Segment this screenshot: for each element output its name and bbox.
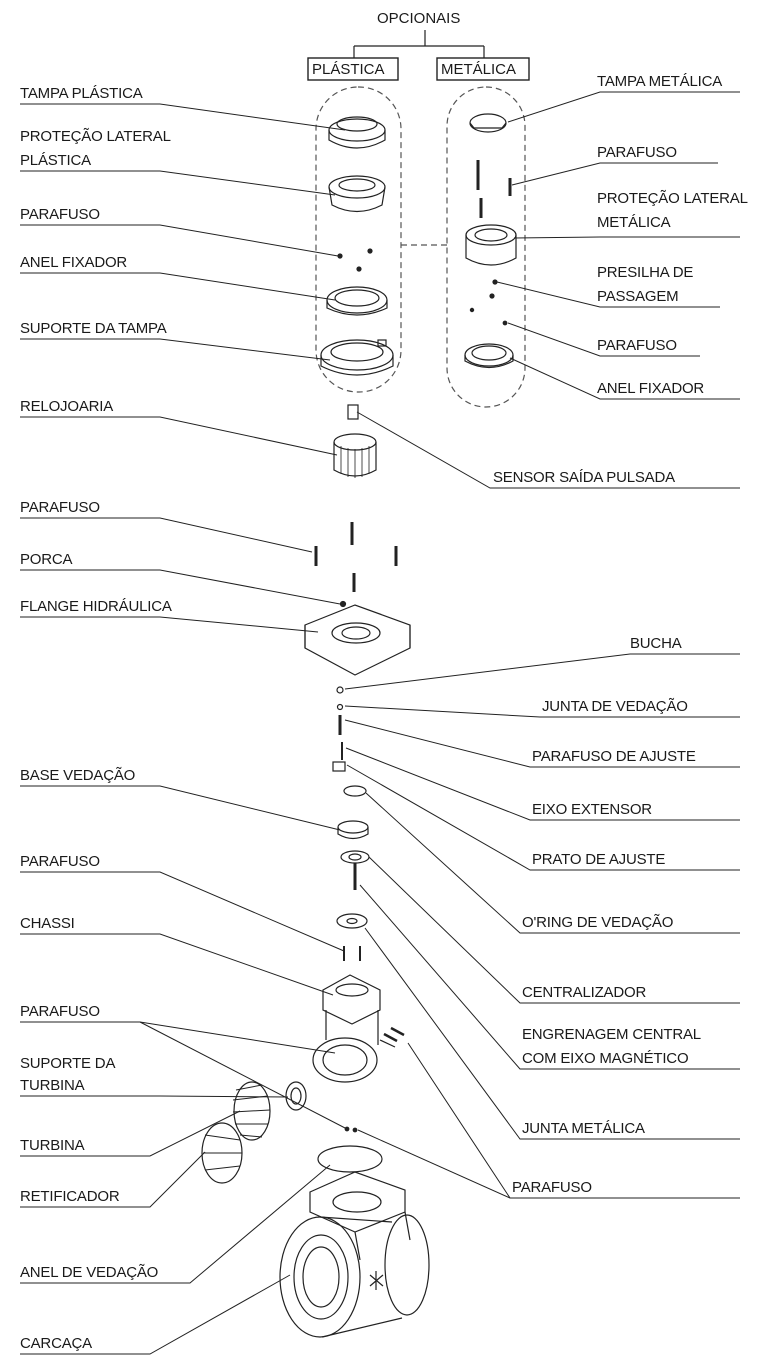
anel-fixador-metalica-part [464, 343, 514, 369]
option-metalica: METÁLICA [441, 61, 517, 78]
label-engrenagem-line1: ENGRENAGEM CENTRAL [522, 1026, 701, 1043]
oring-part [343, 785, 367, 797]
label-parafuso-1: PARAFUSO [20, 206, 100, 223]
label-tampa-metalica: TAMPA METÁLICA [597, 73, 723, 90]
suporte-turbina-part [285, 1081, 307, 1111]
retificador-part [201, 1122, 243, 1184]
base-vedacao-part [337, 820, 369, 840]
parafuso-plastica-part [337, 248, 373, 272]
bucha-junta-part [332, 686, 346, 772]
flange-hidraulica-part [304, 604, 411, 676]
label-chassi: CHASSI [20, 915, 75, 932]
turbina-part [232, 1081, 271, 1141]
label-carcaca: CARCAÇA [20, 1335, 92, 1352]
label-anel-fixador-1: ANEL FIXADOR [20, 254, 128, 271]
carcaca-part [279, 1171, 430, 1338]
label-protecao-lateral-metalica-line1: PROTEÇÃO LATERAL [597, 190, 748, 207]
options-capsules [315, 86, 526, 408]
label-protecao-lateral-plastica-line2: PLÁSTICA [20, 152, 91, 169]
label-junta-vedacao: JUNTA DE VEDAÇÃO [542, 698, 688, 715]
label-engrenagem-line2: COM EIXO MAGNÉTICO [522, 1050, 689, 1067]
options-bracket [307, 30, 530, 81]
label-relojoaria: RELOJOARIA [20, 398, 114, 415]
label-suporte-turbina-line2: TURBINA [20, 1077, 85, 1094]
label-base-vedacao: BASE VEDAÇÃO [20, 767, 136, 784]
label-parafuso-ajuste: PARAFUSO DE AJUSTE [532, 748, 696, 765]
label-suporte-turbina-line1: SUPORTE DA [20, 1055, 116, 1072]
label-parafuso-2: PARAFUSO [20, 499, 100, 516]
parafuso-bottom-part [344, 1126, 358, 1133]
option-plastica: PLÁSTICA [312, 61, 385, 78]
parafuso-chassi-part [343, 946, 361, 961]
protecao-lateral-plastica-part [328, 175, 386, 213]
label-anel-fixador-metalica: ANEL FIXADOR [597, 380, 705, 397]
label-oring-vedacao: O'RING DE VEDAÇÃO [522, 914, 674, 931]
suporte-tampa-part [320, 339, 394, 376]
parafuso-chassi-side-part [383, 1026, 405, 1043]
label-bucha: BUCHA [630, 635, 682, 652]
parafuso-flange-part [314, 522, 398, 592]
label-parafuso-right: PARAFUSO [512, 1179, 592, 1196]
label-turbina: TURBINA [20, 1137, 85, 1154]
label-junta-metalica: JUNTA METÁLICA [522, 1120, 645, 1137]
label-eixo-extensor: EIXO EXTENSOR [532, 801, 652, 818]
label-parafuso-metalica-1: PARAFUSO [597, 144, 677, 161]
tampa-metalica-part [469, 113, 507, 133]
junta-metalica-part [336, 913, 368, 929]
anel-fixador-plastica-part [326, 286, 388, 316]
porca-part [339, 600, 347, 608]
label-prato-ajuste: PRATO DE AJUSTE [532, 851, 666, 868]
presilha-parafuso-metalica-part [469, 279, 508, 326]
label-tampa-plastica: TAMPA PLÁSTICA [20, 85, 143, 102]
label-presilha-line2: PASSAGEM [597, 288, 679, 305]
chassi-part [312, 974, 396, 1083]
label-retificador: RETIFICADOR [20, 1188, 120, 1205]
label-suporte-tampa: SUPORTE DA TAMPA [20, 320, 167, 337]
anel-vedacao-part [317, 1145, 383, 1173]
label-presilha-line1: PRESILHA DE [597, 264, 694, 281]
parafuso-metalica-part [476, 160, 512, 218]
tampa-plastica-part [328, 116, 386, 149]
label-protecao-lateral-plastica-line1: PROTEÇÃO LATERAL [20, 128, 171, 145]
centralizador-part [340, 850, 370, 890]
label-porca: PORCA [20, 551, 73, 568]
label-sensor-saida-pulsada: SENSOR SAÍDA PULSADA [493, 469, 675, 486]
label-parafuso-metalica-2: PARAFUSO [597, 337, 677, 354]
label-protecao-lateral-metalica-line2: METÁLICA [597, 214, 671, 231]
sensor-part [347, 404, 359, 420]
protecao-lateral-metalica-part [465, 224, 517, 266]
relojoaria-part [333, 433, 377, 478]
label-centralizador: CENTRALIZADOR [522, 984, 647, 1001]
leader-lines [20, 91, 740, 1355]
label-parafuso-3: PARAFUSO [20, 853, 100, 870]
header-opcionais: OPCIONAIS [377, 10, 461, 27]
label-parafuso-4: PARAFUSO [20, 1003, 100, 1020]
label-flange-hidraulica: FLANGE HIDRÁULICA [20, 598, 172, 615]
label-anel-vedacao: ANEL DE VEDAÇÃO [20, 1264, 159, 1281]
